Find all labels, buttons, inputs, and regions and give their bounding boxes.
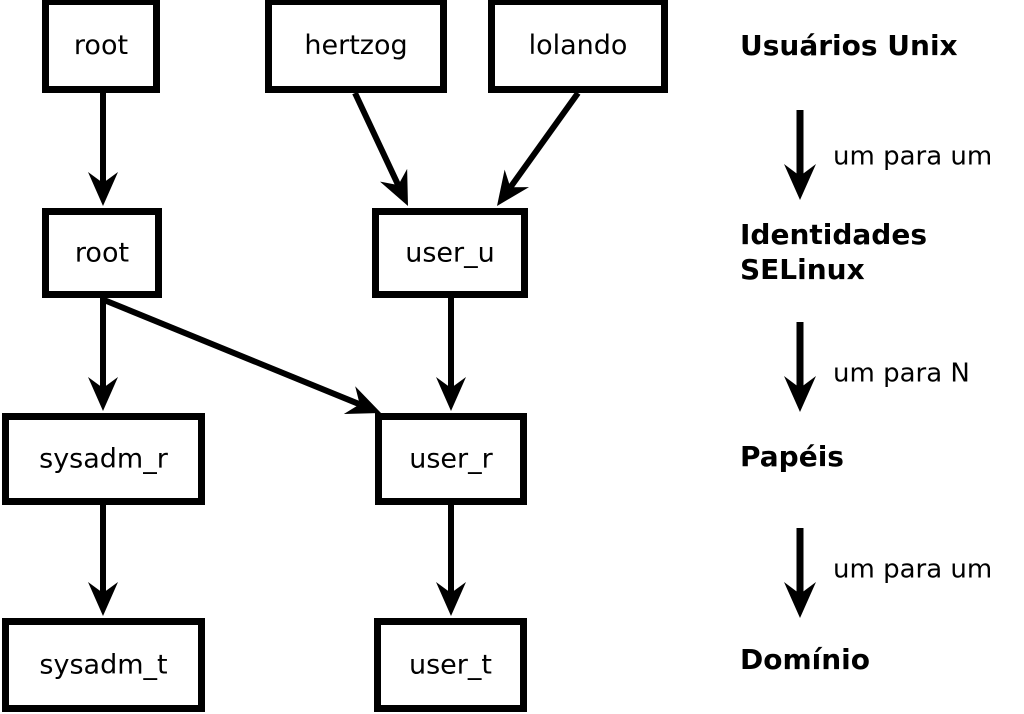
node-box[interactable] (2, 413, 205, 505)
legend-relation-label: um para um (833, 555, 992, 585)
legend-stage-stage-roles: Papéis (740, 440, 844, 473)
edge-sel_user_u-to-role_user (436, 298, 466, 411)
edge-arrowhead-icon (436, 377, 466, 411)
edge-arrowhead-icon (88, 582, 118, 616)
node-label: sysadm_t (39, 650, 167, 681)
edge-role_user-to-dom_user (436, 505, 466, 616)
legend-relation-label: um para um (833, 142, 992, 172)
node-box[interactable] (2, 618, 205, 712)
edge-unix_lolando-to-sel_user_u (497, 91, 581, 206)
node-unix_lolando[interactable]: lolando (488, 0, 668, 93)
node-box[interactable] (42, 208, 162, 298)
node-sel_root[interactable]: root (42, 208, 162, 298)
node-label: lolando (529, 30, 628, 61)
edge-line (352, 91, 401, 187)
node-role_user[interactable]: user_r (375, 413, 527, 505)
legend-stage-line: SELinux (740, 253, 865, 286)
legend-stage-stage-domains: Domínio (740, 643, 870, 676)
edge-arrowhead-icon (436, 582, 466, 616)
edge-arrowhead-icon (88, 172, 118, 206)
node-box[interactable] (375, 413, 527, 505)
node-box[interactable] (374, 618, 527, 712)
edge-line (102, 297, 361, 408)
legend-stage-line: Usuários Unix (740, 29, 958, 62)
node-label: user_u (405, 238, 495, 269)
edge-arrowhead-icon (497, 169, 529, 206)
legend-stage-line: Identidades (740, 218, 927, 251)
edges-layer (88, 91, 581, 616)
node-box[interactable] (265, 0, 447, 93)
legend-arrowhead-icon (784, 164, 816, 200)
node-label: root (75, 238, 129, 269)
node-role_sysadm[interactable]: sysadm_r (2, 413, 205, 505)
legend-stage-line: Domínio (740, 643, 870, 676)
edge-role_sysadm-to-dom_sysadm (88, 505, 118, 616)
edge-line (507, 91, 581, 190)
edge-arrowhead-icon (343, 386, 381, 415)
node-label: root (74, 30, 128, 61)
edge-unix_root-to-sel_root (88, 93, 118, 206)
legend-arrowhead-icon (784, 376, 816, 412)
edge-arrowhead-icon (88, 377, 118, 411)
edge-sel_root-to-role_sysadm (88, 298, 118, 411)
node-label: user_r (409, 444, 493, 475)
legend-relation-rel-3: um para um (784, 528, 992, 618)
edge-arrowhead-icon (379, 168, 408, 206)
node-label: user_t (409, 650, 492, 681)
node-label: hertzog (304, 30, 407, 61)
legend-relation-label: um para N (833, 359, 970, 389)
node-unix_root[interactable]: root (42, 0, 160, 93)
legend-relation-rel-1: um para um (784, 110, 992, 200)
node-dom_sysadm[interactable]: sysadm_t (2, 618, 205, 712)
legend-arrowhead-icon (784, 582, 816, 618)
node-sel_user_u[interactable]: user_u (372, 208, 528, 298)
edge-unix_hertzog-to-sel_user_u (352, 91, 408, 206)
node-box[interactable] (488, 0, 668, 93)
legend-relation-rel-2: um para N (784, 322, 970, 412)
node-box[interactable] (42, 0, 160, 93)
edge-sel_root-to-role_user (102, 297, 381, 415)
node-dom_user[interactable]: user_t (374, 618, 527, 712)
node-box[interactable] (372, 208, 528, 298)
legend-stage-line: Papéis (740, 440, 844, 473)
legend-stage-stage-unix: Usuários Unix (740, 29, 958, 62)
node-unix_hertzog[interactable]: hertzog (265, 0, 447, 93)
node-label: sysadm_r (39, 444, 169, 475)
